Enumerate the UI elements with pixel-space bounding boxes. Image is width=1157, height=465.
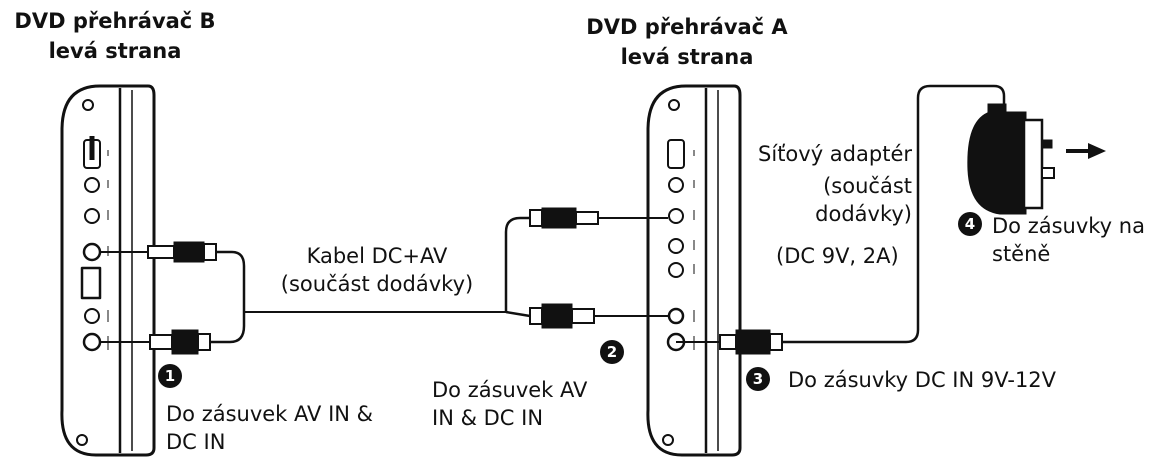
cable-label-line1: Kabel DC+AV <box>306 244 448 268</box>
step-4-line2: stěně <box>992 242 1051 266</box>
step-3-label: Do zásuvky DC IN 9V-12V <box>788 368 1057 392</box>
step-4-line1: Do zásuvky na <box>992 214 1145 238</box>
step-2-line1: Do zásuvek AV <box>432 378 588 402</box>
player-b-title-line2: levá strana <box>48 39 182 63</box>
dvd-player-a <box>646 84 742 457</box>
adapter-label-line2: (součást <box>823 174 912 198</box>
adapter-spec: (DC 9V, 2A) <box>776 244 899 268</box>
arrow-right-icon <box>1066 143 1106 159</box>
adapter-label: Síťový adaptér (součást dodávky) <box>742 140 912 228</box>
power-adapter-cable <box>676 84 1006 355</box>
dvd-player-b <box>60 84 156 457</box>
step-1-line1: Do zásuvek AV IN & <box>166 402 374 426</box>
step-3-badge: 3 <box>746 367 770 391</box>
step-2-line2: IN & DC IN <box>432 406 544 430</box>
step-1-label: Do zásuvek AV IN & DC IN <box>166 400 373 456</box>
player-a-title: DVD přehrávač A levá strana <box>582 12 792 72</box>
step-2-badge: 2 <box>600 340 624 364</box>
player-b-title-line1: DVD přehrávač B <box>14 9 216 33</box>
step-4-label: Do zásuvky na stěně <box>992 212 1145 268</box>
step-4-badge: 4 <box>958 212 982 236</box>
player-b-title: DVD přehrávač B levá strana <box>10 6 220 66</box>
step-1-line2: DC IN <box>166 430 226 454</box>
cable-label-line2: (součást dodávky) <box>280 272 474 296</box>
player-a-title-line2: levá strana <box>620 45 754 69</box>
adapter-label-line3: dodávky) <box>815 202 912 226</box>
adapter-label-line1: Síťový adaptér <box>758 142 912 166</box>
player-a-title-line1: DVD přehrávač A <box>586 15 788 39</box>
dc-av-cable <box>100 207 668 355</box>
cable-label: Kabel DC+AV (součást dodávky) <box>262 242 492 298</box>
wall-adapter <box>967 103 1055 215</box>
step-2-label: Do zásuvek AV IN & DC IN <box>432 376 587 432</box>
step-1-badge: 1 <box>158 364 182 388</box>
